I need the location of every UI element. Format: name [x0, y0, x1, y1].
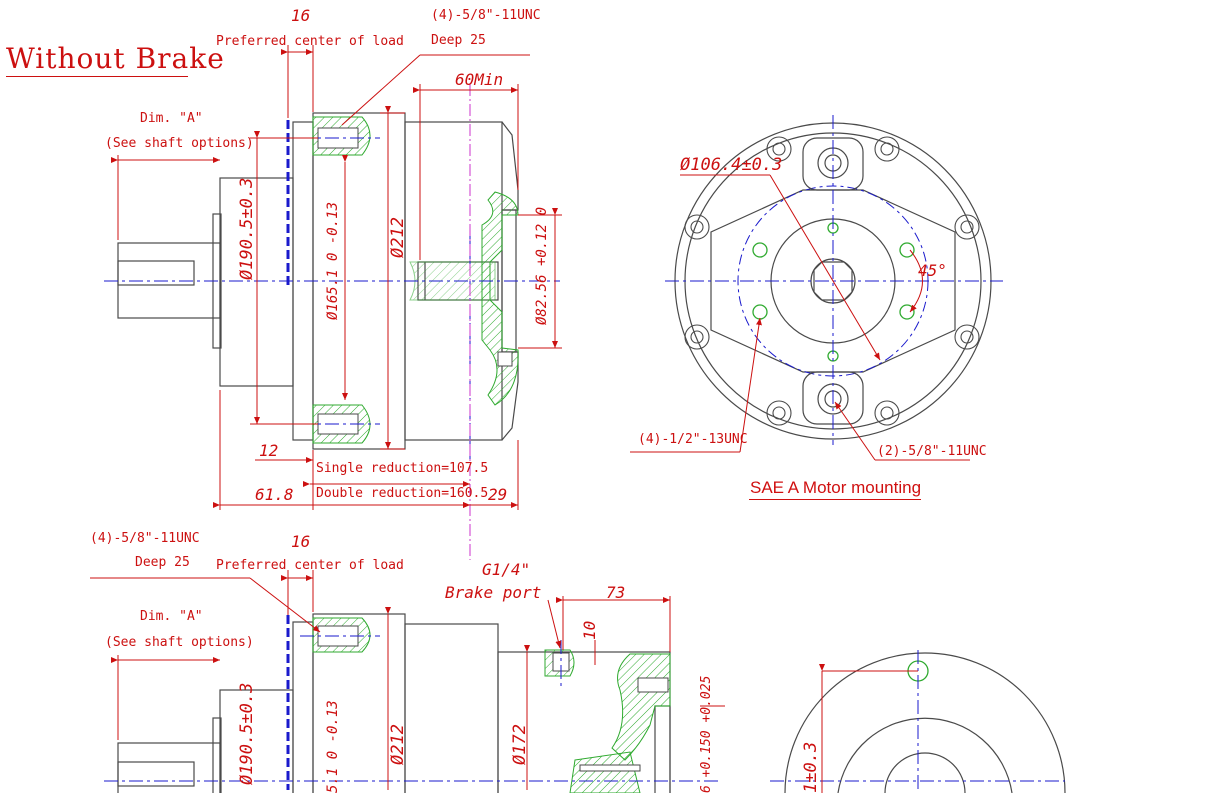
dim-a-bottom: Dim. "A"	[140, 609, 203, 624]
without-brake-title: Without Brake	[6, 42, 225, 75]
top-dimensions	[111, 45, 562, 510]
tap-top-1: (4)-5/8"-11UNC	[431, 8, 541, 23]
dia-165-bottom: 5.1 0 -0.13	[325, 700, 341, 793]
preferred-center-top: Preferred center of load	[216, 34, 404, 49]
tap-half-inch: (4)-1/2"-13UNC	[638, 432, 748, 447]
tap-bottom-2: Deep 25	[135, 555, 190, 570]
sae-outer-bolts	[684, 136, 980, 426]
dim-73: 73	[606, 583, 626, 602]
bottom-side-view	[117, 613, 671, 793]
dim-12: 12	[259, 441, 279, 460]
sae-centerlines	[665, 115, 1003, 445]
dim-60min: 60Min	[455, 70, 504, 89]
dia-bottom-right: 1±0.3	[801, 741, 821, 793]
preferred-center-bottom: Preferred center of load	[216, 558, 404, 573]
dim-61-8: 61.8	[255, 485, 294, 504]
angle-45: 45°	[918, 261, 947, 280]
dia-106: Ø106.4±0.3	[680, 155, 783, 175]
dim-10: 10	[580, 620, 599, 640]
tolerance-bottom: 6 +0.150 +0.025	[699, 675, 714, 793]
tap-top-2: Deep 25	[431, 33, 486, 48]
shaft-options-top: (See shaft options)	[105, 136, 254, 151]
tap-bottom-1: (4)-5/8"-11UNC	[90, 531, 200, 546]
double-reduction: Double reduction=160.5	[316, 486, 489, 501]
dim-16-bottom: 16	[291, 532, 311, 551]
bottom-mount-view	[784, 652, 1066, 793]
brake-port: Brake port	[445, 583, 542, 602]
sae-underline	[749, 499, 921, 500]
top-hatch-sections	[312, 116, 519, 444]
dim-29: 29	[488, 485, 508, 504]
sae-a-motor-mounting-title: SAE A Motor mounting	[750, 478, 922, 497]
title-underline	[6, 76, 188, 77]
sae-dimensions	[630, 174, 970, 461]
g-1-4: G1/4"	[482, 560, 531, 579]
dia-212-bottom: Ø212	[388, 724, 408, 765]
bottom-dimensions	[90, 570, 725, 790]
shaft-options-bottom: (See shaft options)	[105, 635, 254, 650]
dia-212-top: Ø212	[388, 217, 408, 258]
dia-172: Ø172	[510, 724, 530, 765]
dia-82: Ø82.56 +0.12 0	[534, 206, 550, 325]
tap-5-8-two: (2)-5/8"-11UNC	[877, 444, 987, 459]
dim-16-top: 16	[291, 6, 311, 25]
dia-190-top: Ø190.5±0.3	[237, 177, 257, 280]
bottom-centerlines	[104, 635, 720, 782]
dim-a-top: Dim. "A"	[140, 111, 203, 126]
dia-165-top: Ø165.1 0 -0.13	[325, 201, 341, 320]
single-reduction: Single reduction=107.5	[316, 461, 489, 476]
dia-190-bottom: Ø190.5±0.3	[237, 682, 257, 785]
